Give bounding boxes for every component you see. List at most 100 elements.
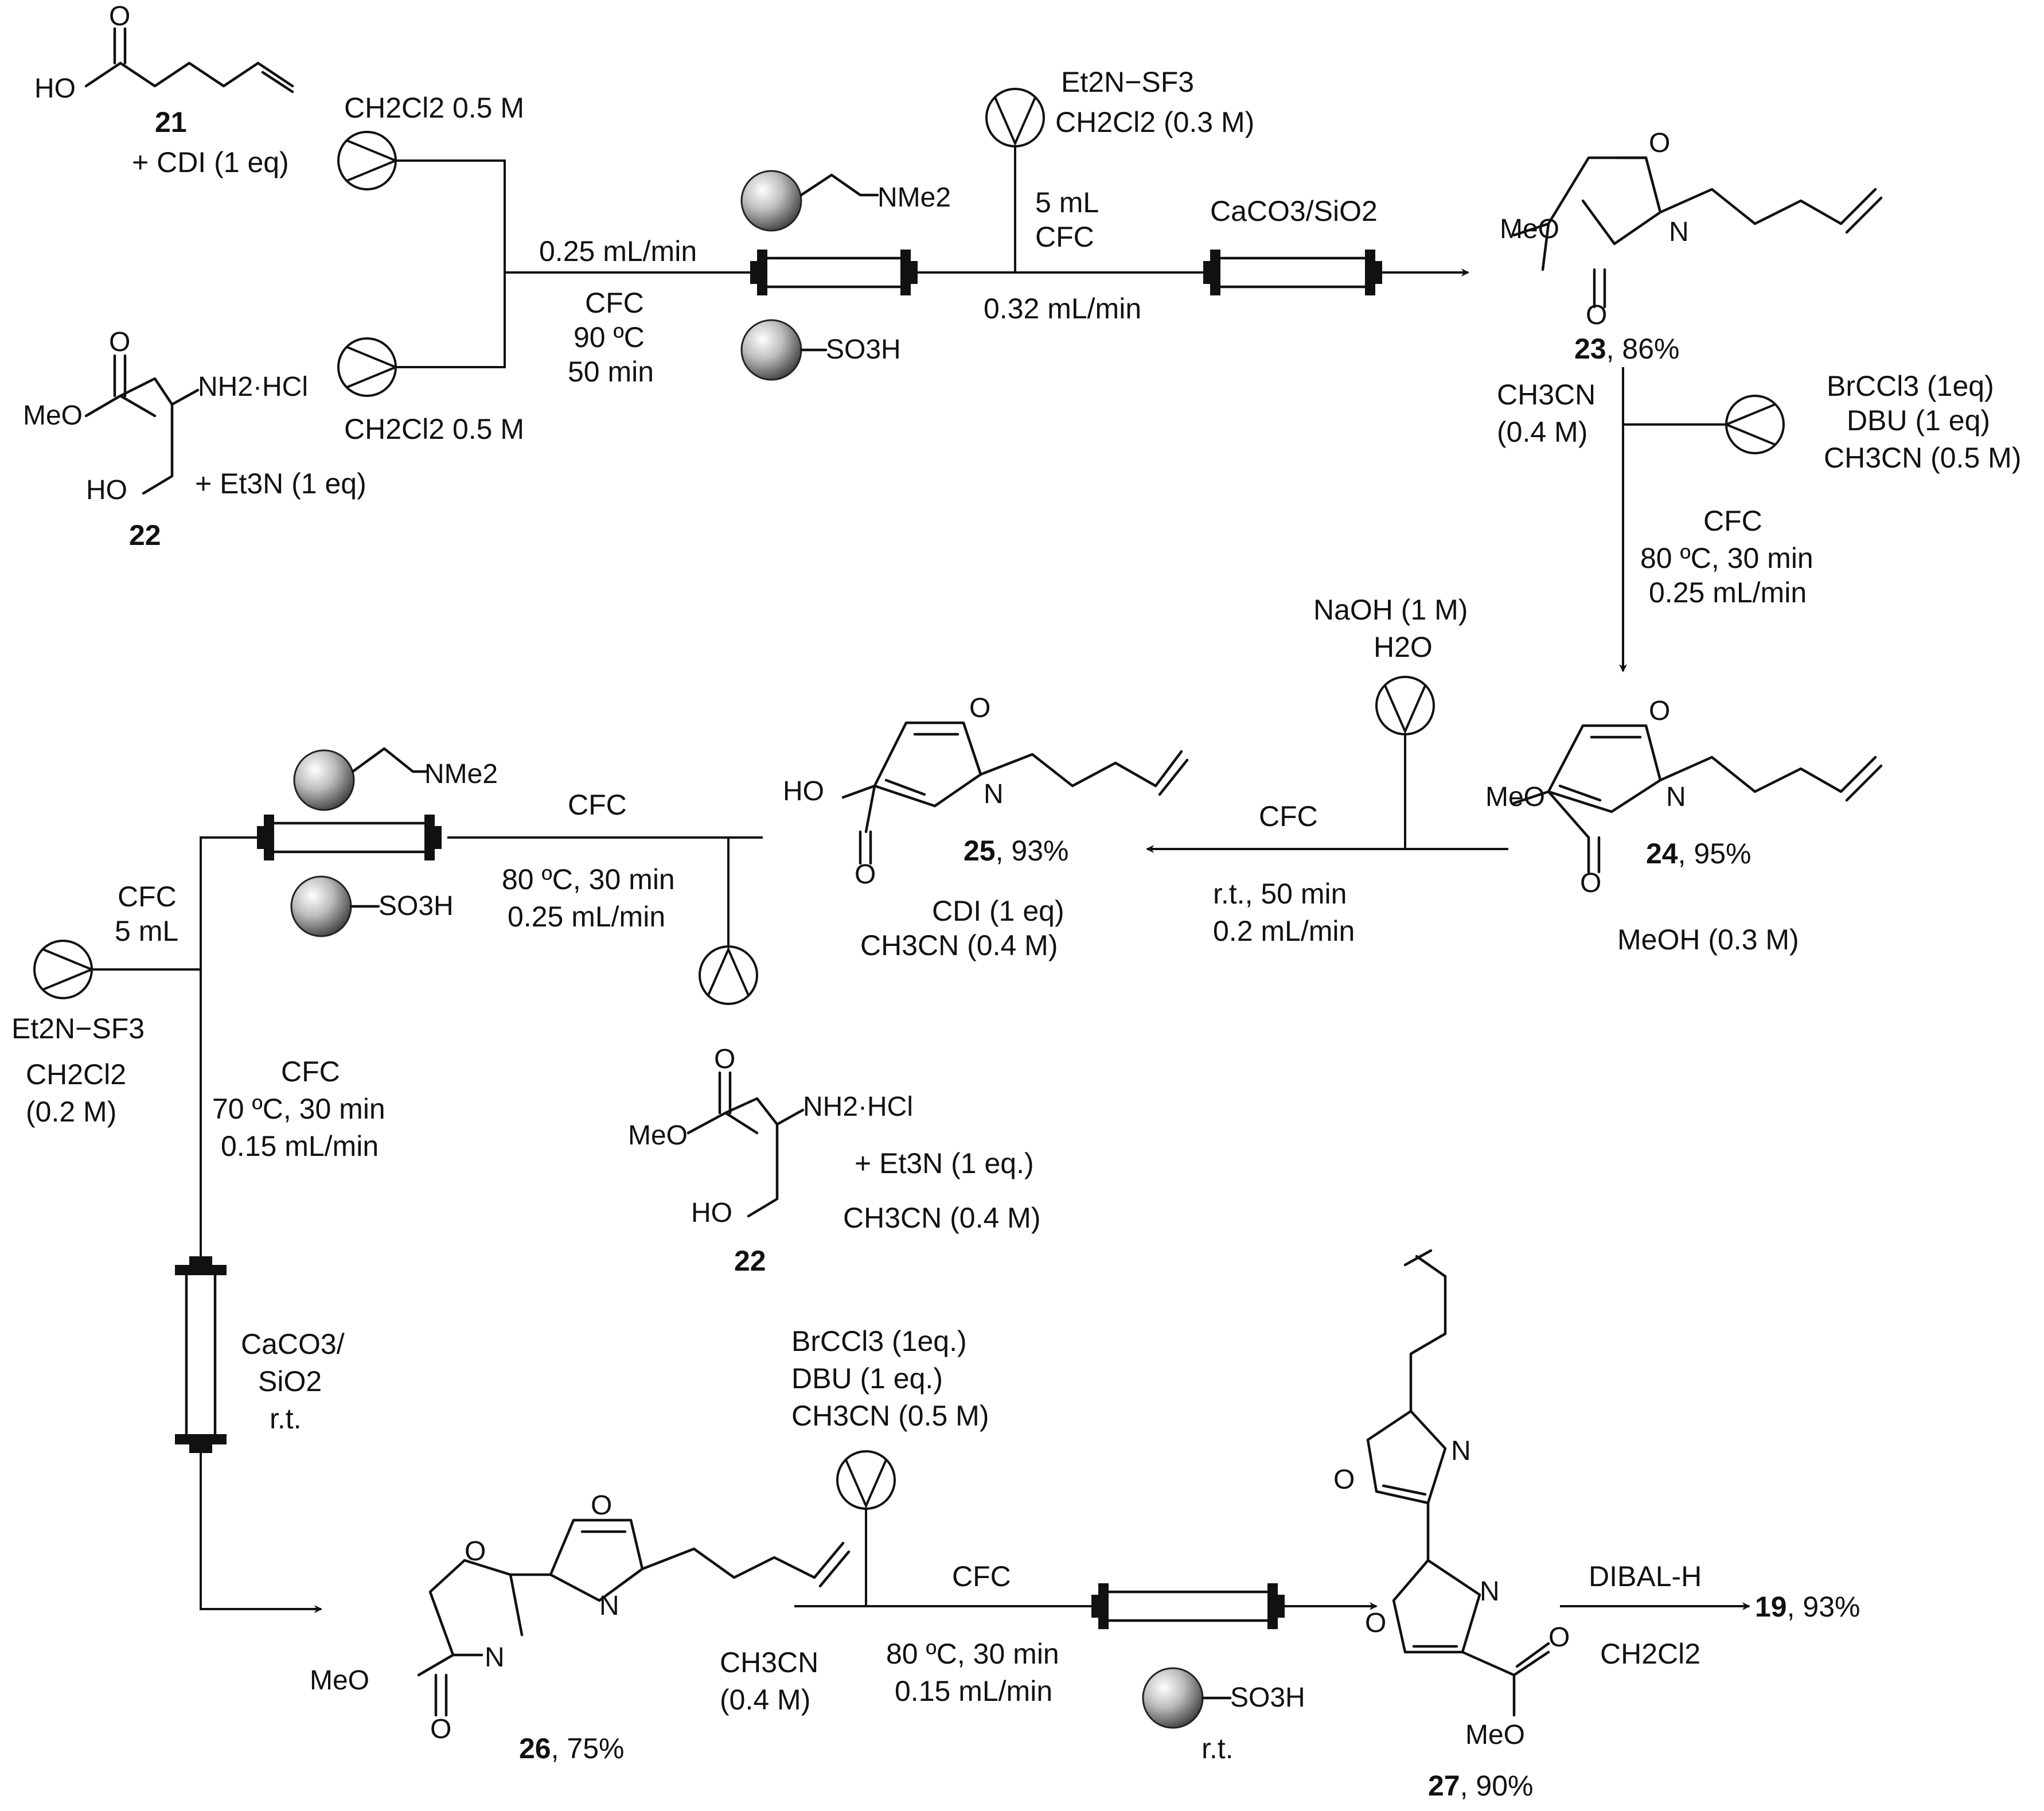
dast-reagent: Et2N−SF3 — [1061, 66, 1194, 98]
compound-19-label: 19, 93% — [1755, 1591, 1860, 1623]
naoh-reagent: NaOH (1 M) — [1313, 594, 1468, 626]
atom-so3h: SO3H — [379, 891, 454, 921]
resin-bead-icon — [290, 875, 352, 937]
atom-so3h: SO3H — [1230, 1683, 1305, 1713]
compound-24-label: 24, 95% — [1646, 838, 1751, 870]
compound-27-structure: O N O N O MeO — [1333, 1249, 1570, 1750]
solvent-22: CH2Cl2 0.5 M — [344, 413, 524, 445]
compound-22b-label: 22 — [734, 1245, 766, 1277]
dast2-solvent: CH2Cl2 — [26, 1058, 126, 1091]
compound-26-structure: O N O N MeO O — [310, 1490, 851, 1744]
compound-23-structure: O N MeO O — [1500, 128, 1883, 330]
atom-o: O — [109, 1, 130, 32]
serine-solvent: CH3CN (0.4 M) — [843, 1202, 1040, 1234]
atom-o: O — [1580, 868, 1601, 898]
cfc-4: CFC — [1259, 800, 1318, 832]
compound-23-label: 23, 86% — [1574, 333, 1679, 365]
solvent-26-conc: (0.4 M) — [720, 1684, 810, 1716]
brccl3-solvent: CH3CN (0.5 M) — [1824, 442, 2021, 474]
cfc-1: CFC — [585, 287, 644, 319]
resin-column-3 — [1091, 1583, 1285, 1629]
cfc-7: CFC — [952, 1560, 1011, 1592]
dast2-conc: (0.2 M) — [26, 1096, 116, 1128]
reagent-cdi: + CDI (1 eq) — [132, 146, 289, 178]
atom-nme2: NMe2 — [877, 182, 951, 213]
meoh-solvent: MeOH (0.3 M) — [1617, 924, 1799, 956]
col2-sio2: SiO2 — [258, 1365, 322, 1397]
brccl3-2-reagent: BrCCl3 (1eq.) — [791, 1325, 967, 1357]
rate-4: 0.2 mL/min — [1213, 915, 1355, 947]
atom-o: O — [1649, 128, 1670, 158]
scavenger-column-1 — [750, 250, 918, 295]
col2-caco3: CaCO3/ — [241, 1328, 345, 1360]
compound-26-label: 26, 75% — [519, 1732, 624, 1765]
atom-meo: MeO — [1465, 1720, 1525, 1750]
atom-o: O — [1365, 1608, 1386, 1638]
atom-meo: MeO — [628, 1120, 688, 1151]
solvent-23: CH3CN — [1497, 379, 1596, 411]
atom-o: O — [591, 1490, 612, 1521]
cdi-reagent: CDI (1 eq) — [932, 895, 1064, 927]
rate-3: 0.25 mL/min — [1649, 577, 1807, 609]
dast-volume: 5 mL — [1035, 186, 1099, 219]
flow-rate-1: 0.25 mL/min — [539, 235, 697, 267]
pump-icon — [985, 88, 1045, 147]
reagent-et3n: + Et3N (1 eq) — [195, 468, 366, 500]
resin-bead-icon — [740, 170, 802, 232]
cfc-6: CFC — [281, 1056, 340, 1088]
compound-25-structure: O N HO O — [783, 693, 1189, 890]
dbu-2-reagent: DBU (1 eq.) — [791, 1362, 943, 1395]
temp-6: 70 ºC, 30 min — [212, 1093, 385, 1125]
rate-7: 0.15 mL/min — [895, 1675, 1052, 1707]
dibal-solvent: CH2Cl2 — [1600, 1638, 1700, 1670]
temp-7: 80 ºC, 30 min — [886, 1638, 1059, 1670]
atom-o: O — [465, 1536, 486, 1567]
rt-7: r.t. — [1202, 1732, 1234, 1765]
atom-n: N — [1666, 782, 1686, 812]
atom-o: O — [430, 1714, 451, 1744]
cdi-solvent: CH3CN (0.4 M) — [860, 929, 1058, 961]
atom-o: O — [1649, 696, 1670, 726]
dibal-reagent: DIBAL-H — [1589, 1560, 1702, 1592]
temp-5: 80 ºC, 30 min — [502, 863, 675, 895]
cond-4: r.t., 50 min — [1213, 878, 1347, 910]
compound-25-label: 25, 93% — [964, 835, 1068, 867]
compound-22-label: 22 — [129, 519, 161, 551]
atom-nh2hcl: NH2·HCl — [198, 372, 308, 402]
atom-ho: HO — [34, 73, 76, 104]
caco3-column-2 — [175, 1256, 227, 1453]
atom-o: O — [1333, 1465, 1355, 1495]
flow-rate-2: 0.32 mL/min — [984, 293, 1141, 325]
cfc-5: CFC — [568, 789, 627, 821]
atom-meo: MeO — [1485, 782, 1545, 812]
compound-27-label: 27, 90% — [1428, 1770, 1533, 1802]
dast-solvent: CH2Cl2 (0.3 M) — [1055, 106, 1254, 138]
dast2-reagent: Et2N−SF3 — [11, 1012, 145, 1045]
temp-3: 80 ºC, 30 min — [1640, 542, 1813, 574]
resin-bead-icon — [1142, 1667, 1204, 1729]
atom-n: N — [984, 779, 1004, 809]
atom-ho: HO — [86, 475, 127, 505]
cfc-3: CFC — [1703, 505, 1762, 537]
atom-n: N — [599, 1591, 619, 1621]
atom-o: O — [714, 1044, 735, 1074]
flow-arrow — [200, 1453, 322, 1613]
brccl3-reagent: BrCCl3 (1eq) — [1827, 370, 1994, 402]
pump-icon — [836, 1450, 896, 1510]
caco3-column-1 — [1203, 250, 1382, 295]
brccl3-2-solvent: CH3CN (0.5 M) — [791, 1400, 989, 1432]
atom-meo: MeO — [23, 400, 83, 431]
solvent-23-conc: (0.4 M) — [1497, 416, 1587, 448]
col2-rt: r.t. — [270, 1403, 302, 1435]
atom-n: N — [1480, 1576, 1500, 1607]
serine-et3n: + Et3N (1 eq.) — [855, 1147, 1034, 1179]
atom-nme2: NMe2 — [424, 759, 498, 789]
scavenger-column-2 — [257, 815, 442, 860]
pump-icon — [1375, 676, 1435, 735]
dast2-volume: 5 mL — [115, 915, 178, 947]
compound-22-structure: O MeO NH2·HCl HO — [23, 327, 308, 505]
compound-22b-structure: O MeO NH2·HCl HO — [628, 1044, 913, 1228]
rate-6: 0.15 mL/min — [221, 1130, 379, 1162]
time-1: 50 min — [568, 356, 654, 388]
atom-meo: MeO — [310, 1665, 369, 1696]
